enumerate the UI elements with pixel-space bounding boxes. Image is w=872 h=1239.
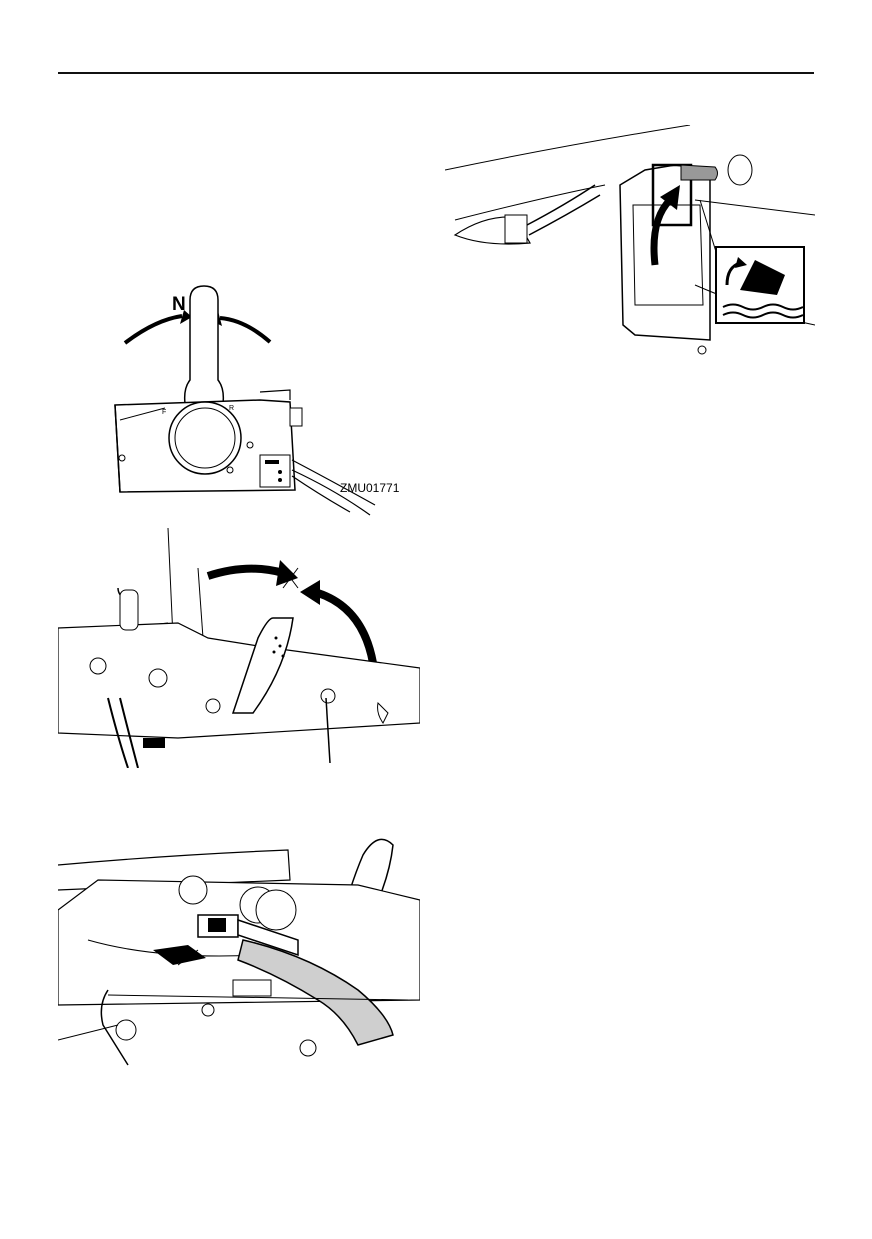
forward-mark: F xyxy=(162,409,166,416)
figure-code: ZMU01771 xyxy=(340,481,400,495)
neutral-label: N xyxy=(172,294,186,315)
tilt-support-illustration xyxy=(445,125,815,375)
remote-connector-illustration xyxy=(58,830,420,1070)
reverse-mark: R xyxy=(229,405,234,412)
header-rule xyxy=(58,72,814,74)
steering-arm-illustration xyxy=(58,528,420,768)
shift-lever-illustration: N F R ZMU01771 xyxy=(100,280,430,520)
